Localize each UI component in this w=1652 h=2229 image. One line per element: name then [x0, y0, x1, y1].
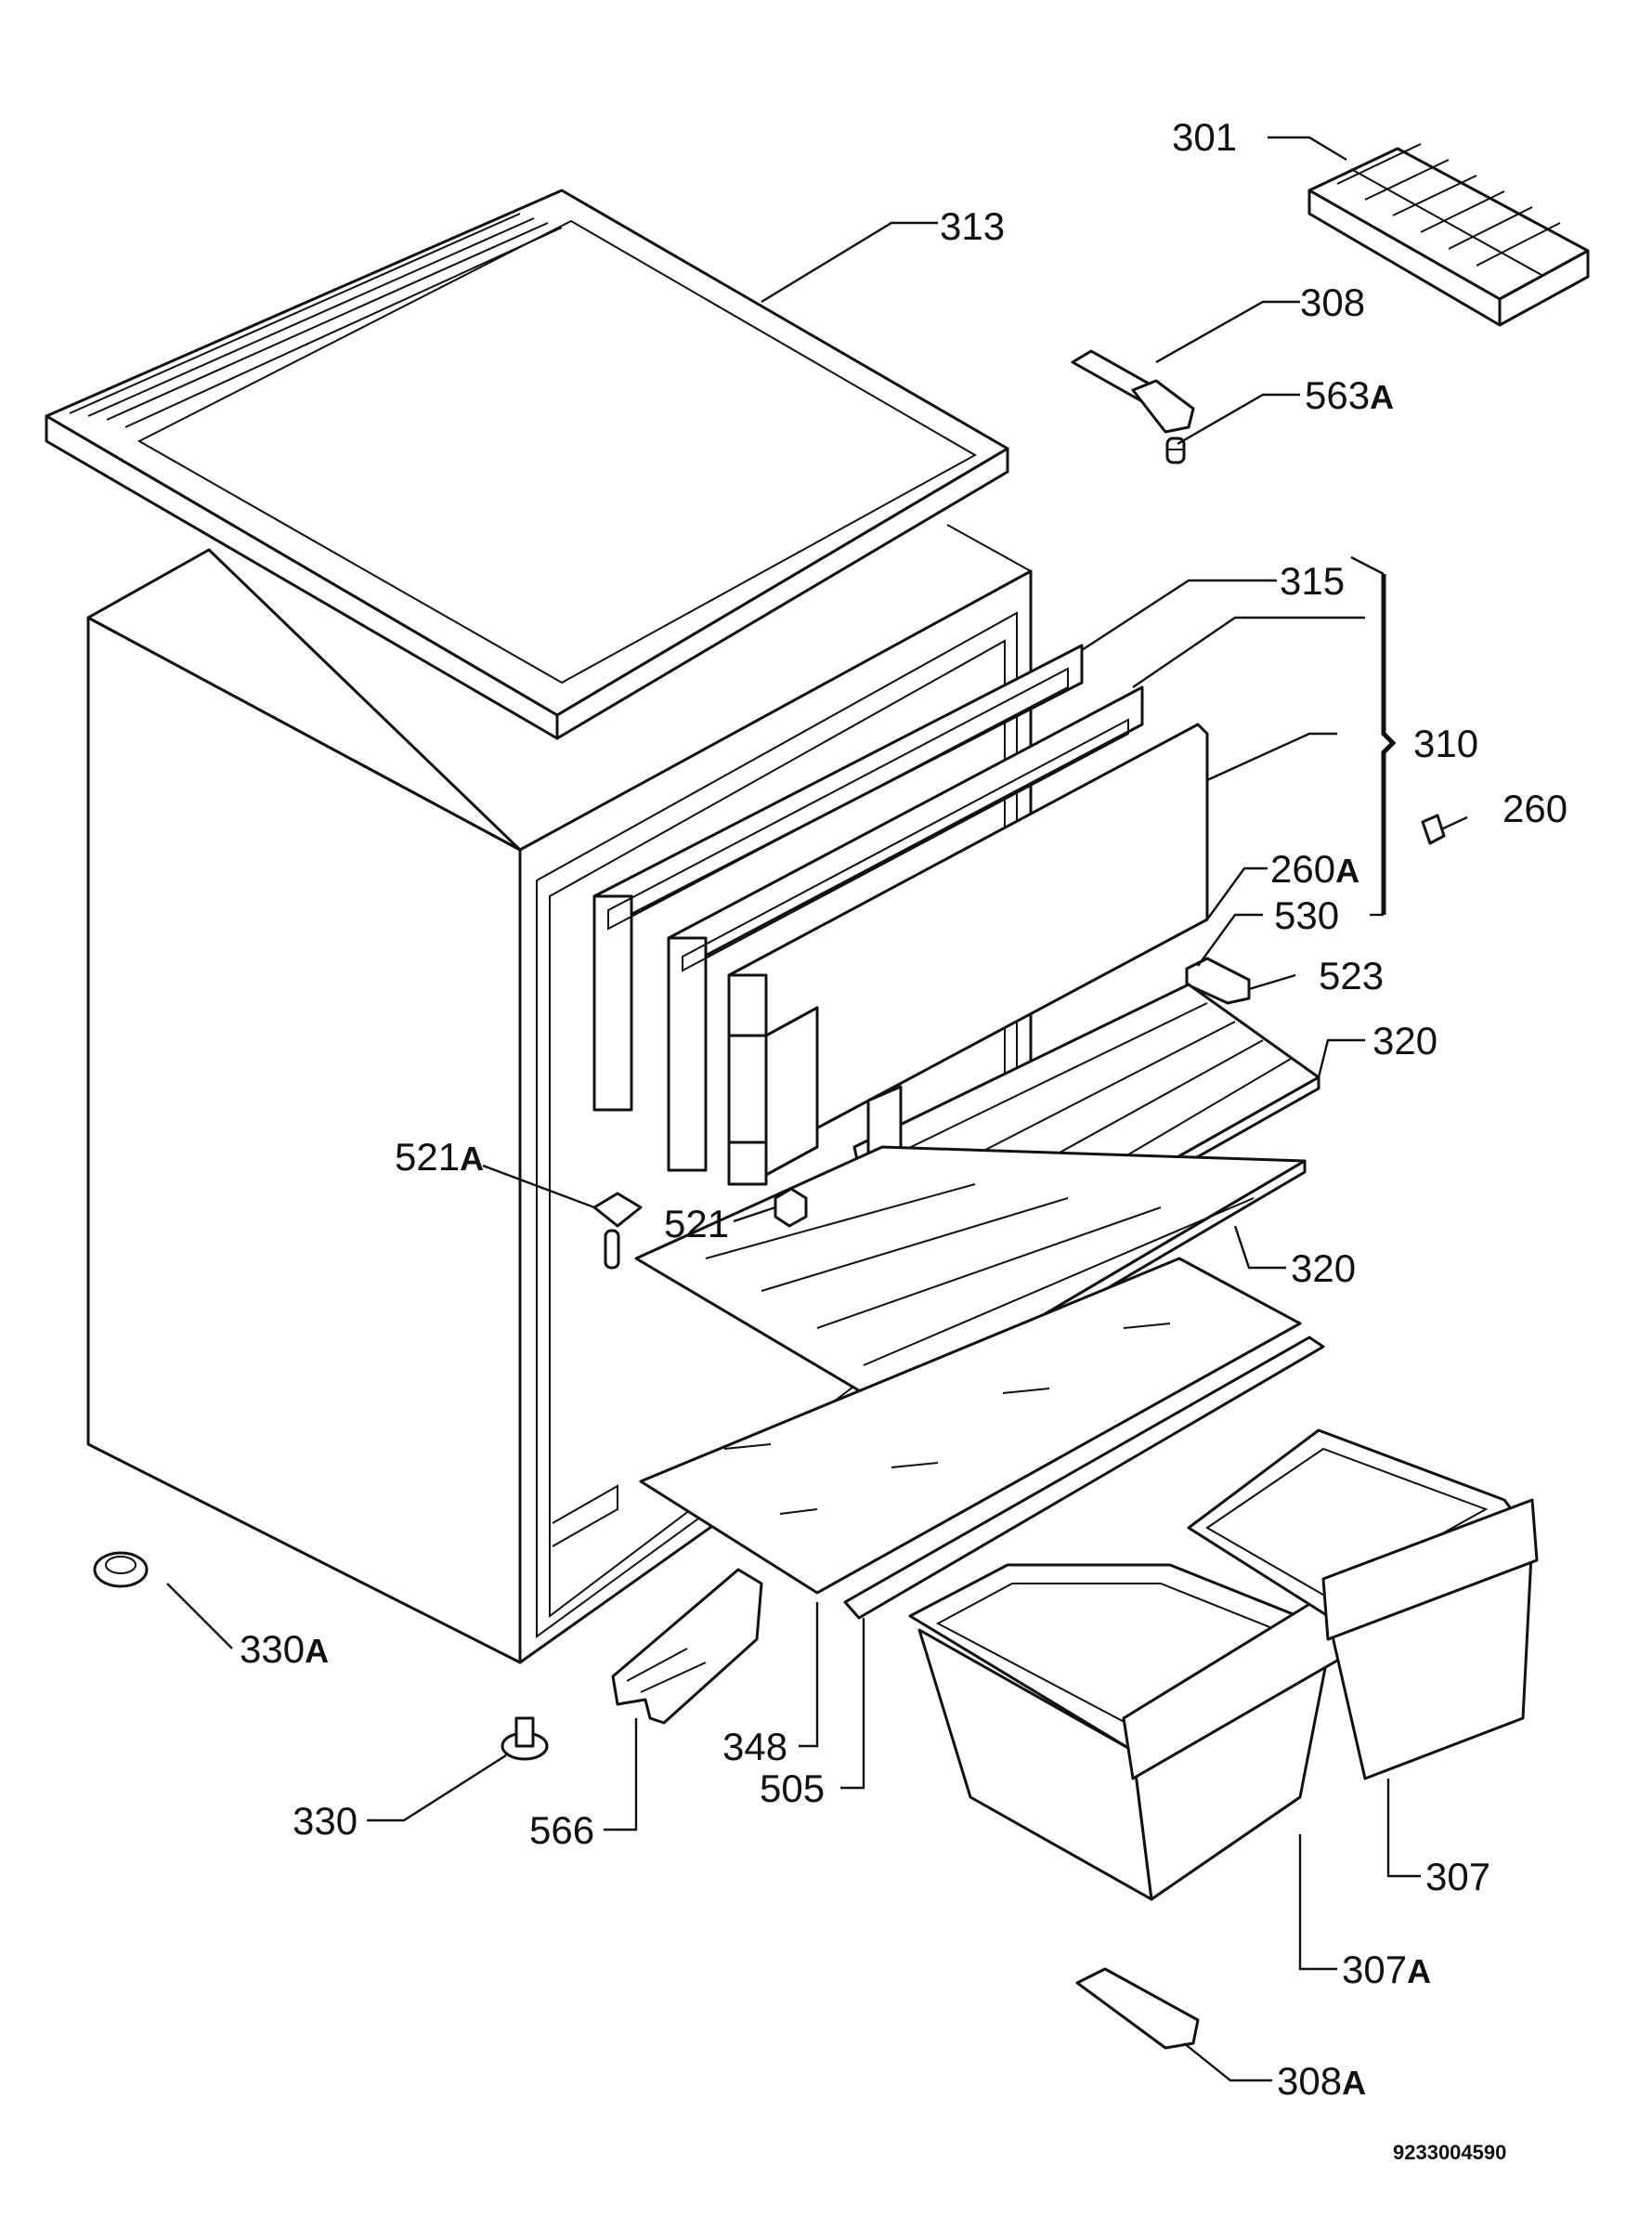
door-assembly-brace — [1350, 555, 1397, 917]
callout-330A: 330A — [240, 1627, 329, 1671]
callout-313: 313 — [940, 204, 1005, 248]
lamp-521 — [774, 1187, 808, 1228]
grille-566 — [611, 1568, 763, 1725]
door-inner-frame — [667, 685, 1144, 1172]
door-gasket-315 — [592, 644, 1084, 1112]
foot-cap-330A — [93, 1551, 149, 1588]
trim-strip-505 — [843, 1336, 1325, 1620]
worktop-313 — [45, 189, 1009, 740]
document-number: 9233004590 — [1393, 2141, 1506, 2164]
hinge-308A — [1075, 1967, 1200, 2050]
glass-plate-348 — [639, 1257, 1302, 1595]
callout-566: 566 — [529, 1808, 594, 1852]
clip-260 — [1421, 814, 1446, 845]
callout-308: 308 — [1300, 280, 1365, 324]
callout-521: 521 — [664, 1202, 729, 1245]
crisper-drawer-307 — [1187, 1428, 1539, 1780]
callout-308A: 308A — [1277, 2059, 1366, 2103]
callout-320-lower: 320 — [1291, 1246, 1356, 1290]
callout-530: 530 — [1274, 893, 1339, 937]
callout-310: 310 — [1413, 722, 1478, 765]
screw-563A — [1165, 437, 1186, 464]
callout-307A: 307A — [1342, 1948, 1431, 1991]
lamp-cover-521A — [592, 1192, 643, 1270]
ice-tray-301 — [1307, 143, 1590, 327]
callout-320-upper: 320 — [1372, 1019, 1437, 1062]
callout-307: 307 — [1425, 1855, 1490, 1898]
callout-521A: 521A — [395, 1135, 484, 1179]
callout-315: 315 — [1280, 559, 1345, 603]
leader-lines — [166, 136, 1468, 2082]
callout-260A: 260A — [1270, 847, 1359, 891]
callout-330: 330 — [293, 1799, 358, 1843]
callout-260: 260 — [1502, 787, 1567, 830]
callout-348: 348 — [722, 1725, 787, 1768]
callout-505: 505 — [760, 1766, 825, 1810]
door-inner-panel — [727, 723, 1209, 1186]
callout-labels: 301 313 308 563A 315 310 260 260A 530 52… — [240, 115, 1567, 2103]
callout-301: 301 — [1172, 115, 1237, 159]
hinge-308 — [1071, 349, 1195, 434]
foot-330 — [501, 1716, 549, 1761]
callout-523: 523 — [1319, 954, 1384, 997]
crisper-drawer-307A — [908, 1563, 1344, 1901]
callout-563A: 563A — [1305, 373, 1394, 417]
